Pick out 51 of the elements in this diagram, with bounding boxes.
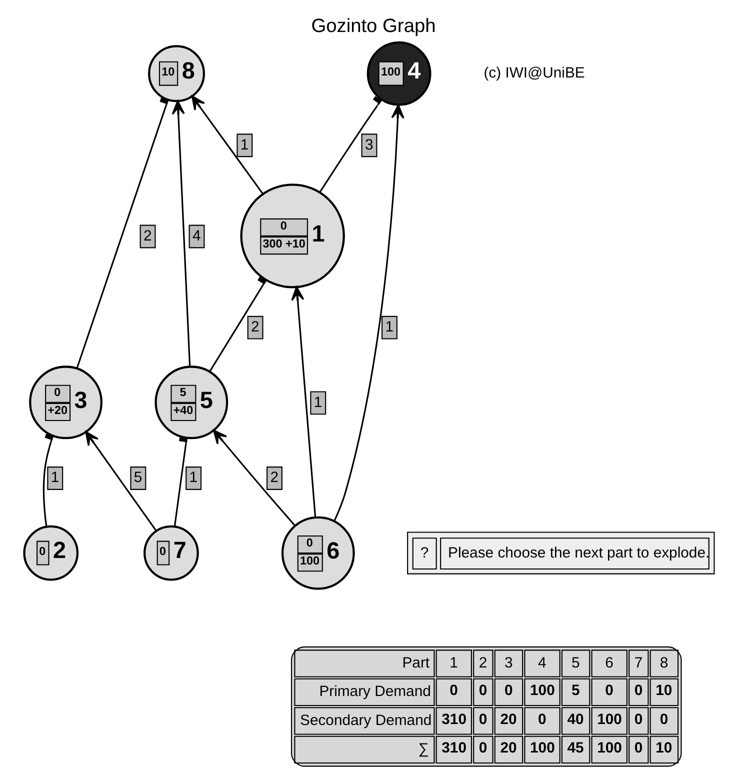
- edge-label: 3: [364, 137, 373, 154]
- edge-label: 1: [240, 137, 248, 154]
- edge-label: 1: [50, 470, 59, 486]
- label: 2: [478, 655, 487, 672]
- label: 100: [596, 712, 622, 728]
- label: 1: [449, 655, 458, 672]
- label: 0: [538, 712, 546, 728]
- label: ?: [420, 545, 428, 562]
- label: ∑: [418, 742, 428, 758]
- label: 0: [634, 683, 642, 700]
- label: 5: [571, 683, 580, 700]
- label: Primary Demand: [318, 684, 430, 700]
- edge-label: 1: [313, 394, 322, 411]
- label: 8: [659, 655, 668, 672]
- label: 10: [655, 683, 672, 700]
- label: 0: [478, 712, 487, 728]
- label: 310: [441, 712, 466, 728]
- label: 45: [566, 740, 584, 757]
- edge-label: 2: [270, 470, 278, 486]
- label: 0: [604, 683, 613, 700]
- label: Secondary Demand: [300, 712, 432, 729]
- label: 0: [634, 740, 642, 757]
- diagram-title: Gozinto Graph: [310, 16, 436, 38]
- label: 0: [478, 740, 487, 757]
- label: 4: [538, 655, 546, 672]
- label: 100: [530, 740, 554, 757]
- label: 100: [530, 683, 554, 700]
- label: 40: [566, 712, 584, 728]
- label: Part: [402, 655, 430, 672]
- label: 0: [634, 712, 642, 728]
- edge-label: 2: [143, 228, 152, 244]
- edge-label: 5: [133, 470, 142, 486]
- label: 310: [441, 740, 466, 757]
- label: 20: [500, 740, 516, 757]
- label: 7: [634, 655, 642, 672]
- label: 20: [500, 712, 516, 728]
- label: 0: [504, 683, 512, 700]
- label: 100: [596, 740, 622, 757]
- label: 0: [659, 712, 668, 728]
- label: 3: [504, 655, 512, 672]
- edge-label: 4: [192, 228, 200, 244]
- label: 6: [604, 655, 613, 672]
- label: 5: [571, 655, 580, 672]
- edge-label: 1: [384, 320, 394, 336]
- label: (c) IWI@UniBE: [483, 66, 584, 82]
- edge-label: 1: [188, 470, 198, 486]
- label: 10: [655, 740, 672, 757]
- label: Please choose the next part to explode.: [448, 545, 710, 562]
- edge-label: 2: [250, 320, 259, 336]
- label: 0: [449, 683, 458, 700]
- label: 0: [478, 683, 487, 700]
